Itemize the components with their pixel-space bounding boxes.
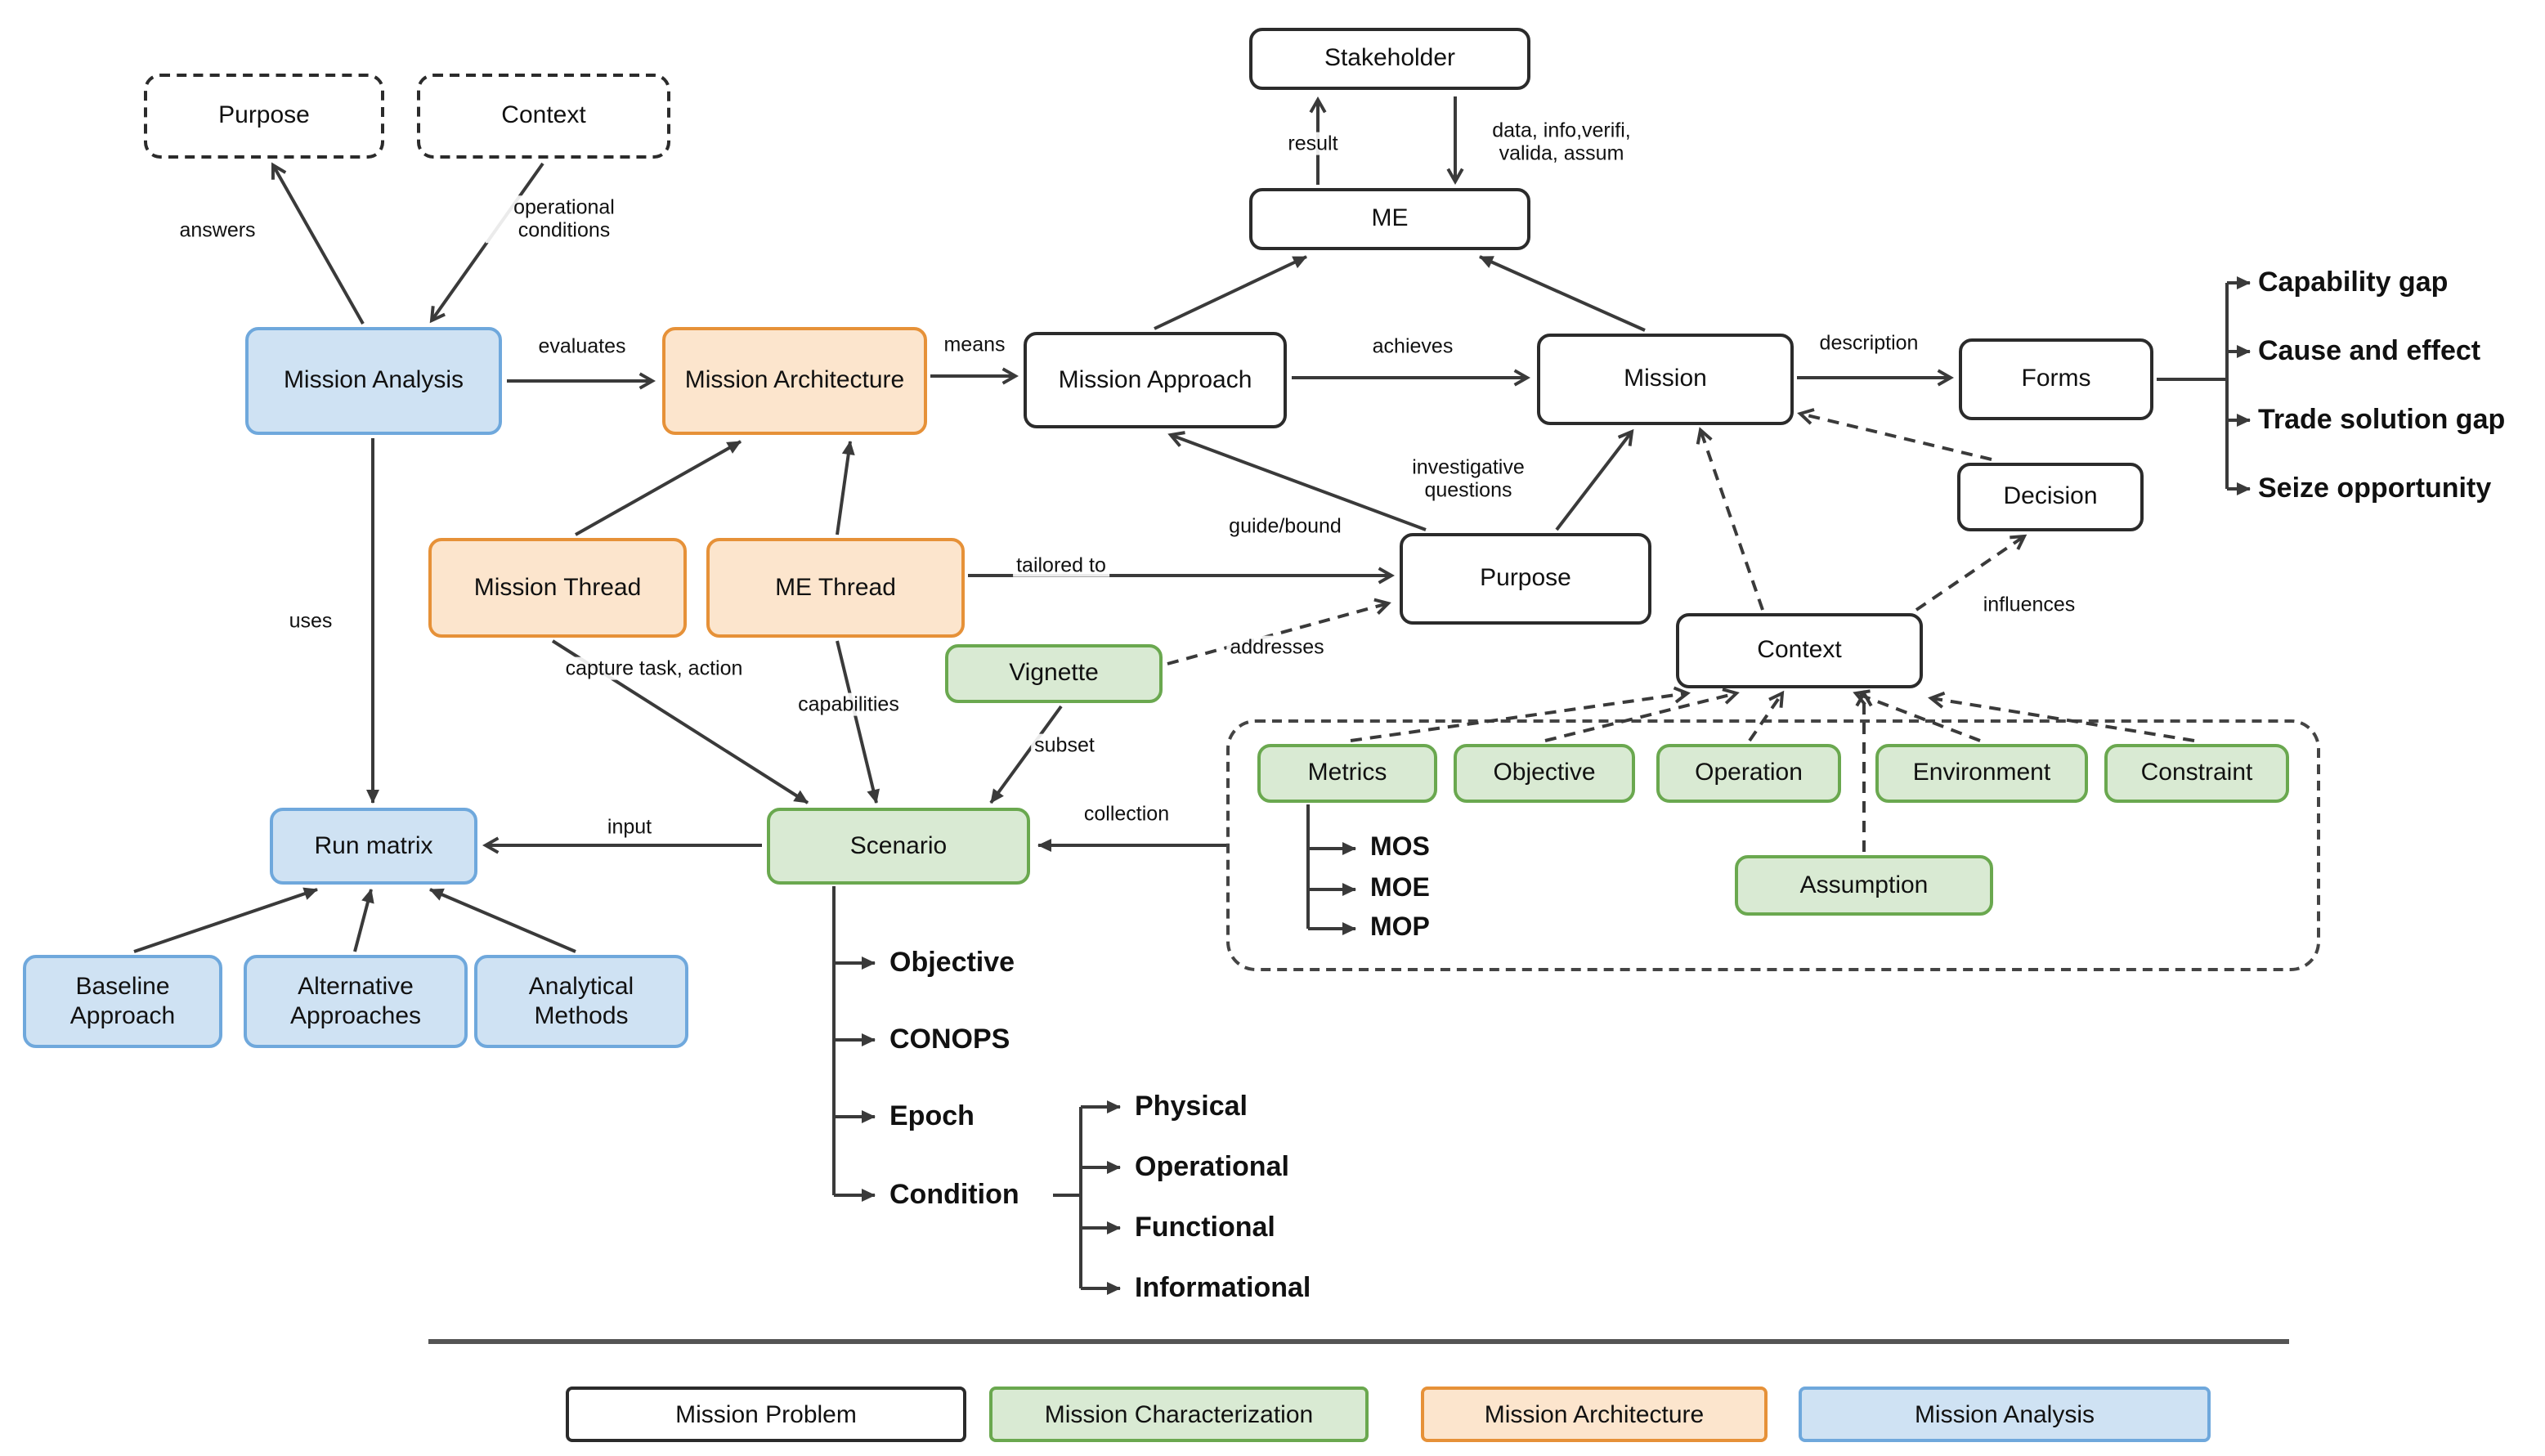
scenario-item: CONOPS <box>889 1024 1010 1055</box>
node-purpose: Purpose <box>1400 533 1651 625</box>
edge-alternative-to-runmatrix <box>353 889 374 952</box>
forms-output-item: Trade solution gap <box>2258 404 2506 435</box>
legend-mission-architecture: Mission Architecture <box>1421 1387 1768 1442</box>
edge-label-investigative-questions: investigative questions <box>1383 455 1553 503</box>
node-mission-thread: Mission Thread <box>428 538 687 638</box>
node-constraint: Constraint <box>2104 744 2289 803</box>
edge-mission-to-me <box>1479 255 1646 332</box>
edge-label-achieves: achieves <box>1369 334 1457 359</box>
node-decision: Decision <box>1957 463 2144 531</box>
edge-decision-to-mission <box>1797 408 1992 461</box>
node-metrics: Metrics <box>1257 744 1437 803</box>
metrics-item: MOS <box>1370 834 1430 862</box>
edge-subset <box>989 705 1063 804</box>
solid-edges <box>133 96 2251 1295</box>
node-mission-approach: Mission Approach <box>1024 332 1287 428</box>
edge-answers <box>271 162 365 325</box>
node-operation: Operation <box>1656 744 1841 803</box>
condition-item: Informational <box>1135 1272 1311 1303</box>
edge-label-guide-bound: guide/bound <box>1225 514 1345 539</box>
edge-label-description: description <box>1816 331 1922 356</box>
edge-label-tailored-to: tailored to <box>1013 553 1109 578</box>
legend-mission-characterization: Mission Characterization <box>989 1387 1369 1442</box>
edge-label-answers: answers <box>176 218 259 243</box>
legend-divider <box>428 1339 2289 1344</box>
node-me-thread: ME Thread <box>706 538 965 638</box>
scenario-item: Epoch <box>889 1100 975 1131</box>
scenario-item: Condition <box>889 1179 1019 1210</box>
edge-thread-to-architecture <box>575 440 742 536</box>
edge-environment-to-context <box>1853 689 1981 742</box>
node-analytical-methods: Analytical Methods <box>474 955 688 1048</box>
edge-investigative-questions <box>1555 428 1634 531</box>
edge-label-evaluates: evaluates <box>535 334 630 359</box>
edge-label-capture-task-action: capture task, action <box>562 656 746 681</box>
edge-label-influences: influences <box>1979 593 2079 617</box>
edge-label-result: result <box>1284 132 1342 156</box>
node-mission-analysis: Mission Analysis <box>245 327 502 435</box>
node-objective: Objective <box>1454 744 1635 803</box>
node-context-dashed: Context <box>417 74 670 159</box>
condition-item: Operational <box>1135 1151 1289 1182</box>
edge-label-addresses: addresses <box>1226 635 1328 660</box>
edge-label-uses: uses <box>285 609 336 634</box>
edge-label-collection: collection <box>1080 802 1173 827</box>
node-stakeholder: Stakeholder <box>1249 28 1530 90</box>
edge-guide-bound <box>1167 431 1427 531</box>
node-environment: Environment <box>1875 744 2088 803</box>
legend-mission-analysis: Mission Analysis <box>1799 1387 2211 1442</box>
forms-output-item: Seize opportunity <box>2258 473 2492 504</box>
node-vignette: Vignette <box>945 644 1163 703</box>
metrics-item: MOE <box>1370 875 1430 903</box>
metrics-item: MOP <box>1370 914 1430 942</box>
edge-label-means: means <box>940 333 1009 357</box>
edge-context-to-mission <box>1696 427 1764 611</box>
forms-output-item: Cause and effect <box>2258 335 2481 366</box>
edge-label-input: input <box>603 815 656 840</box>
edge-metrics-to-context <box>1350 686 1691 742</box>
edge-influences <box>1915 534 2027 612</box>
dashed-edges <box>1167 408 2195 852</box>
forms-output-item: Capability gap <box>2258 267 2449 298</box>
node-assumption: Assumption <box>1735 855 1993 916</box>
edge-analytical-to-runmatrix <box>429 888 576 953</box>
node-run-matrix: Run matrix <box>270 808 477 885</box>
edge-approach-to-me <box>1154 255 1307 330</box>
edge-baseline-to-runmatrix <box>133 887 318 953</box>
edge-label-operational-conditions: operational conditions <box>486 195 643 243</box>
edge-capabilities <box>836 640 880 804</box>
edge-label-subset: subset <box>1031 733 1098 758</box>
node-forms: Forms <box>1959 338 2153 420</box>
node-mission: Mission <box>1537 334 1794 425</box>
node-scenario: Scenario <box>767 808 1030 885</box>
node-context: Context <box>1676 613 1923 688</box>
condition-item: Functional <box>1135 1212 1275 1243</box>
edge-objective-to-context <box>1544 688 1740 742</box>
node-mission-architecture: Mission Architecture <box>662 327 927 435</box>
legend-mission-problem: Mission Problem <box>566 1387 966 1442</box>
edge-label-capabilities: capabilities <box>795 692 903 717</box>
node-purpose-dashed: Purpose <box>144 74 384 159</box>
edge-constraint-to-context <box>1928 691 2195 742</box>
condition-bracket <box>1053 1107 1082 1197</box>
condition-item: Physical <box>1135 1091 1248 1122</box>
edge-operation-to-context <box>1748 690 1785 742</box>
edge-label-data-info: data, info,verifi, valida, assum <box>1467 119 1656 166</box>
node-alternative-approaches: Alternative Approaches <box>244 955 468 1048</box>
node-baseline-approach: Baseline Approach <box>23 955 222 1048</box>
node-me: ME <box>1249 188 1530 250</box>
edge-methread-to-architecture <box>836 441 855 535</box>
scenario-item: Objective <box>889 947 1015 978</box>
